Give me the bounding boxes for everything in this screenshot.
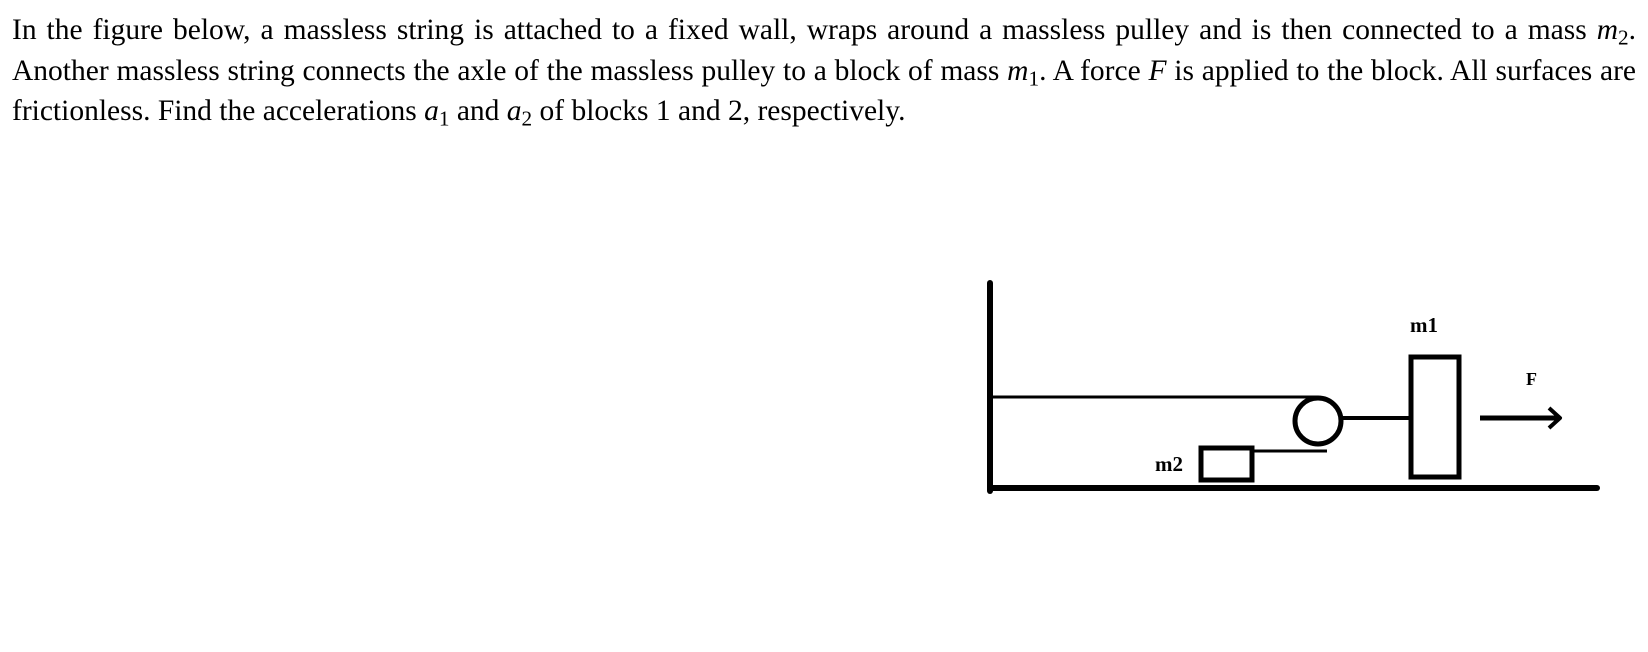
problem-statement: In the figure below, a massless string i… [12,10,1636,132]
force-arrow-head [1547,406,1562,430]
problem-text-part1: In the figure below, a massless string i… [12,14,1597,46]
math-m2-symbol: m [1596,14,1618,46]
math-a2-symbol: a [506,95,522,127]
math-a1-subscript: 1 [438,106,450,131]
math-a2: a2 [506,95,533,131]
math-m1-subscript: 1 [1028,65,1040,90]
math-m1: m1 [1007,54,1040,90]
math-m2-subscript: 2 [1618,25,1629,50]
block-m2 [1198,445,1255,483]
math-m1-symbol: m [1007,54,1029,87]
math-a1-symbol: a [424,95,439,127]
block-m1 [1408,354,1462,480]
label-m1: m1 [1410,313,1438,337]
math-a2-subscript: 2 [521,106,533,131]
label-F: F [1526,369,1537,389]
math-m2: m2 [1596,14,1629,50]
problem-text-part6: of blocks 1 and 2, respectively. [532,95,906,127]
problem-text-part5: and [449,95,507,127]
math-F: F [1148,54,1167,87]
math-a1: a1 [424,95,450,131]
label-m2: m2 [1155,452,1183,476]
pulley [1292,395,1344,447]
problem-text-part4: is applied to the block. All surfaces ar… [12,54,1636,128]
problem-text-part2: . Another massless string connects the a… [12,14,1636,87]
problem-text-part3: . A force [1039,54,1149,87]
